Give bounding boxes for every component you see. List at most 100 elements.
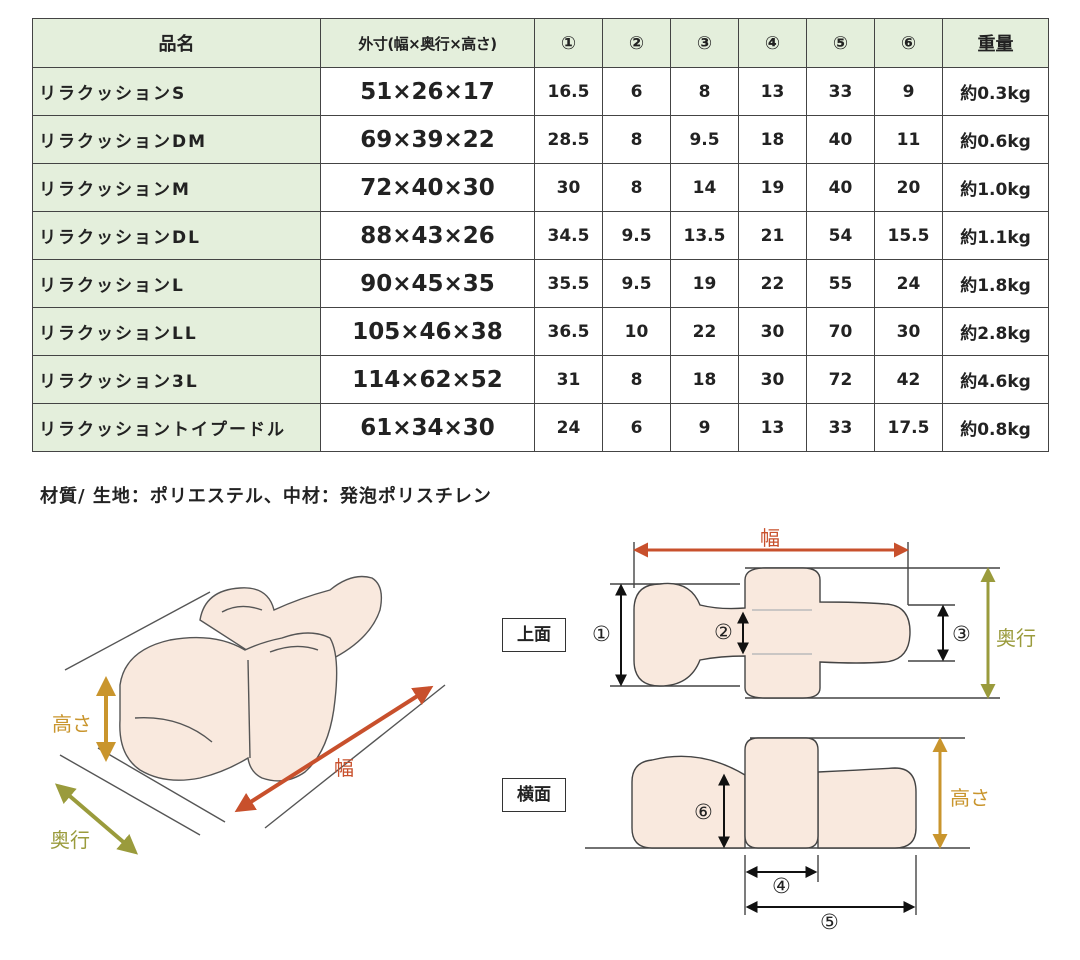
- side-view: [585, 737, 970, 915]
- measure-4-label: ④: [772, 874, 791, 898]
- measure-2: 10: [602, 307, 671, 356]
- header-m6: ⑥: [874, 18, 943, 68]
- measure-4: 13: [738, 67, 807, 116]
- header-m5: ⑤: [806, 18, 875, 68]
- measure-2: 8: [602, 355, 671, 404]
- header-name: 品名: [32, 18, 321, 68]
- header-weight: 重量: [942, 18, 1049, 68]
- top-view: [610, 542, 1000, 699]
- iso-width-label: 幅: [334, 756, 354, 780]
- measure-6: 17.5: [874, 403, 943, 452]
- outer-dimensions: 61×34×30: [320, 403, 535, 452]
- table-row: リラクッションL 90×45×35 35.5 9.5 19 22 55 24 約…: [32, 259, 1049, 308]
- measure-2: 8: [602, 115, 671, 164]
- measure-4: 30: [738, 307, 807, 356]
- measure-6: 24: [874, 259, 943, 308]
- measure-4: 21: [738, 211, 807, 260]
- measure-4: 30: [738, 355, 807, 404]
- measure-4: 22: [738, 259, 807, 308]
- diagram-drawing: [54, 542, 1000, 915]
- top-depth-label: 奥行: [996, 626, 1036, 650]
- spec-table: 品名 外寸(幅×奥行×高さ) ① ② ③ ④ ⑤ ⑥ 重量 リラクッションS 5…: [32, 18, 1049, 452]
- measure-2: 9.5: [602, 211, 671, 260]
- measure-5: 55: [806, 259, 875, 308]
- outer-dimensions: 51×26×17: [320, 67, 535, 116]
- measure-2: 6: [602, 67, 671, 116]
- measure-5: 40: [806, 115, 875, 164]
- measure-5: 33: [806, 403, 875, 452]
- measure-3: 22: [670, 307, 739, 356]
- measure-3: 18: [670, 355, 739, 404]
- iso-depth-arrow: [54, 783, 139, 855]
- measure-6-label: ⑥: [694, 800, 713, 824]
- weight: 約2.8kg: [942, 307, 1049, 356]
- side-height-label: 高さ: [950, 786, 990, 810]
- measure-6: 42: [874, 355, 943, 404]
- measure-6: 20: [874, 163, 943, 212]
- product-name: リラクッショントイプードル: [32, 403, 321, 452]
- measure-3: 19: [670, 259, 739, 308]
- measure-1: 35.5: [534, 259, 603, 308]
- weight: 約0.3kg: [942, 67, 1049, 116]
- measure-5: 70: [806, 307, 875, 356]
- weight: 約0.8kg: [942, 403, 1049, 452]
- top-view-label: 上面: [502, 618, 566, 652]
- measure-5: 40: [806, 163, 875, 212]
- side-view-label: 横面: [502, 778, 566, 812]
- weight: 約0.6kg: [942, 115, 1049, 164]
- product-name: リラクッションDM: [32, 115, 321, 164]
- material-note: 材質/ 生地：ポリエステル、中材：発泡ポリスチレン: [40, 486, 492, 507]
- measure-1-label: ①: [592, 622, 611, 646]
- iso-depth-label: 奥行: [50, 828, 90, 852]
- measure-2-label: ②: [714, 620, 733, 644]
- dimension-diagram: 高さ 幅 奥行 上面 幅 奥行 ① ② ③ 横面 高さ ⑥ ④ ⑤: [0, 510, 1080, 960]
- measure-2: 6: [602, 403, 671, 452]
- outer-dimensions: 105×46×38: [320, 307, 535, 356]
- measure-1: 16.5: [534, 67, 603, 116]
- outer-dimensions: 69×39×22: [320, 115, 535, 164]
- outer-dimensions: 88×43×26: [320, 211, 535, 260]
- header-m2: ②: [602, 18, 671, 68]
- iso-height-label: 高さ: [52, 712, 92, 736]
- header-row: 品名 外寸(幅×奥行×高さ) ① ② ③ ④ ⑤ ⑥ 重量: [32, 18, 1049, 68]
- measure-1: 31: [534, 355, 603, 404]
- measure-5: 72: [806, 355, 875, 404]
- product-name: リラクッションM: [32, 163, 321, 212]
- table-row: リラクッションS 51×26×17 16.5 6 8 13 33 9 約0.3k…: [32, 67, 1049, 116]
- measure-3: 14: [670, 163, 739, 212]
- measure-1: 24: [534, 403, 603, 452]
- header-m1: ①: [534, 18, 603, 68]
- product-name: リラクッションLL: [32, 307, 321, 356]
- measure-1: 36.5: [534, 307, 603, 356]
- measure-4: 13: [738, 403, 807, 452]
- table-row: リラクッションM 72×40×30 30 8 14 19 40 20 約1.0k…: [32, 163, 1049, 212]
- outer-dimensions: 114×62×52: [320, 355, 535, 404]
- measure-2: 8: [602, 163, 671, 212]
- header-dimensions: 外寸(幅×奥行×高さ): [320, 18, 535, 68]
- table-row: リラクッショントイプードル 61×34×30 24 6 9 13 33 17.5…: [32, 403, 1049, 452]
- product-name: リラクッション3L: [32, 355, 321, 404]
- product-name: リラクッションS: [32, 67, 321, 116]
- product-name: リラクッションDL: [32, 211, 321, 260]
- iso-cushion: [59, 575, 446, 836]
- weight: 約1.8kg: [942, 259, 1049, 308]
- measure-5: 33: [806, 67, 875, 116]
- measure-3: 8: [670, 67, 739, 116]
- outer-dimensions: 90×45×35: [320, 259, 535, 308]
- measure-5: 54: [806, 211, 875, 260]
- measure-4: 18: [738, 115, 807, 164]
- table-row: リラクッションDM 69×39×22 28.5 8 9.5 18 40 11 約…: [32, 115, 1049, 164]
- measure-6: 30: [874, 307, 943, 356]
- weight: 約1.1kg: [942, 211, 1049, 260]
- measure-3: 9: [670, 403, 739, 452]
- weight: 約4.6kg: [942, 355, 1049, 404]
- table-row: リラクッションDL 88×43×26 34.5 9.5 13.5 21 54 1…: [32, 211, 1049, 260]
- outer-dimensions: 72×40×30: [320, 163, 535, 212]
- iso-width-arrow: [234, 685, 434, 813]
- measure-4: 19: [738, 163, 807, 212]
- top-width-label: 幅: [760, 526, 780, 550]
- measure-3: 13.5: [670, 211, 739, 260]
- header-m3: ③: [670, 18, 739, 68]
- table-row: リラクッションLL 105×46×38 36.5 10 22 30 70 30 …: [32, 307, 1049, 356]
- measure-6: 15.5: [874, 211, 943, 260]
